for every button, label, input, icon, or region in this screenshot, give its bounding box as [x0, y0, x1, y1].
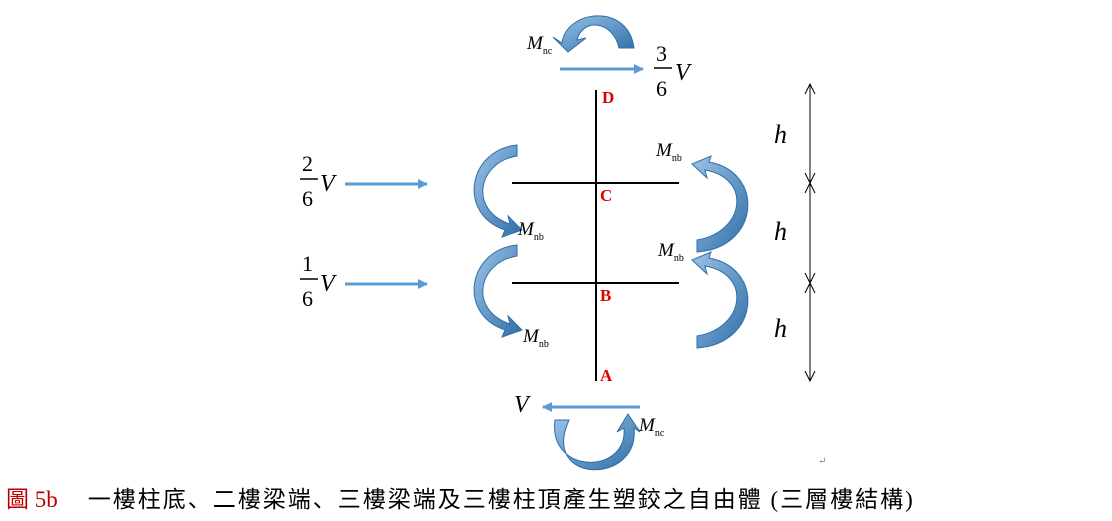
figure-label: 圖 5b: [6, 487, 58, 512]
svg-text:V: V: [320, 271, 337, 297]
force-label-bottom: V: [514, 392, 531, 418]
moment-arrow-top: [552, 15, 635, 53]
svg-text:2: 2: [302, 151, 313, 176]
moment-label-right-third: Mnb: [655, 140, 682, 164]
moment-label-bottom: Mnc: [638, 415, 665, 439]
story-height-dimension: [804, 82, 816, 383]
svg-text:V: V: [675, 60, 692, 86]
moment-arrow-left-third: [473, 144, 523, 238]
node-label-b: B: [600, 286, 611, 305]
moment-arrow-bottom: [554, 413, 641, 471]
story-height-label-top: h: [774, 120, 787, 149]
moment-arrow-right-third: [691, 155, 749, 253]
paragraph-mark: ↵: [818, 456, 826, 467]
fraction-third-floor: 2 6 V: [300, 151, 337, 211]
fraction-second-floor: 1 6 V: [300, 251, 337, 311]
node-label-a: A: [600, 366, 613, 385]
svg-text:V: V: [320, 171, 337, 197]
story-height-label-bottom: h: [774, 314, 787, 343]
moment-label-top: Mnc: [526, 33, 553, 57]
node-label-d: D: [602, 88, 614, 107]
figure-caption-text: 一樓柱底、二樓梁端、三樓梁端及三樓柱頂產生塑鉸之自由體 (三層樓結構): [87, 487, 915, 512]
svg-text:6: 6: [302, 286, 313, 311]
moment-arrow-left-second: [473, 244, 523, 338]
svg-text:6: 6: [656, 76, 667, 101]
figure-caption: 圖 5b 一樓柱底、二樓梁端、三樓梁端及三樓柱頂產生塑鉸之自由體 (三層樓結構): [6, 480, 915, 514]
moment-label-left-second: Mnb: [522, 326, 549, 350]
moment-arrow-right-second: [691, 251, 749, 349]
svg-text:6: 6: [302, 186, 313, 211]
moment-label-left-third: Mnb: [517, 219, 544, 243]
story-height-label-middle: h: [774, 217, 787, 246]
node-label-c: C: [600, 186, 612, 205]
svg-text:3: 3: [656, 41, 667, 66]
svg-text:1: 1: [302, 251, 313, 276]
fraction-top: 3 6 V: [654, 41, 692, 101]
moment-label-right-second: Mnb: [657, 240, 684, 264]
